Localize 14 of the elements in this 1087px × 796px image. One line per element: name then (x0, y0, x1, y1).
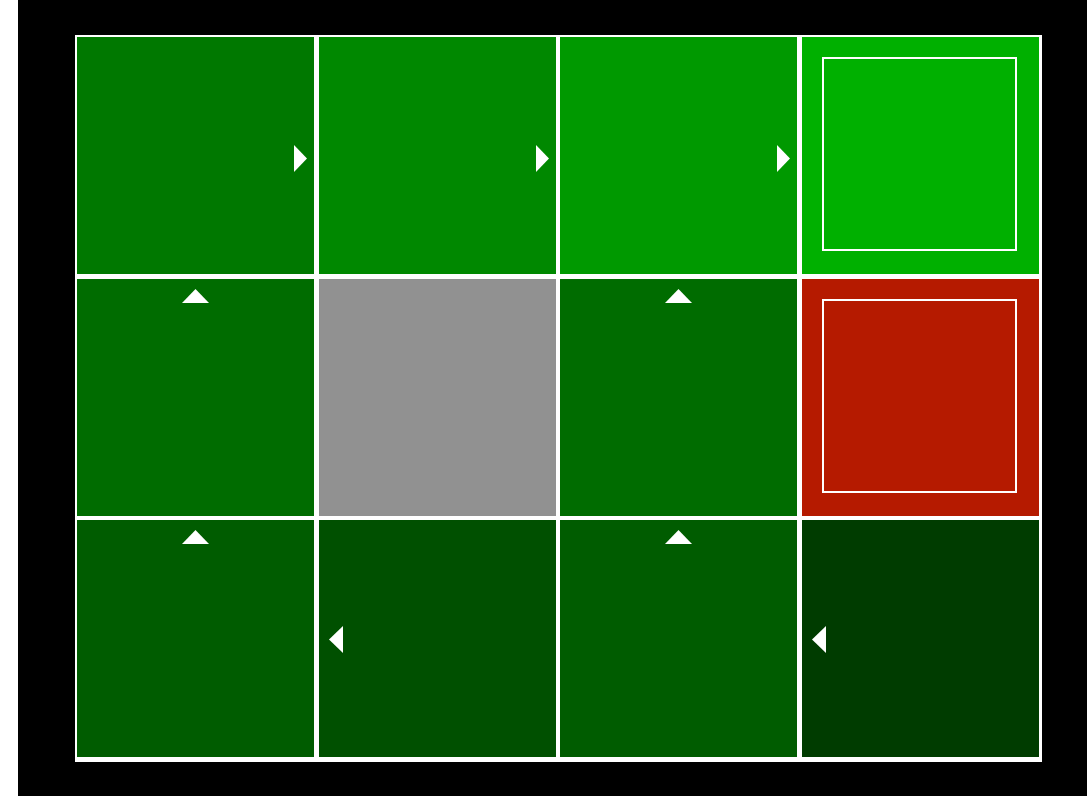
grid-cell (801, 278, 1039, 516)
grid-cell (77, 278, 314, 516)
grid-cell (560, 520, 797, 757)
grid-cell (801, 37, 1039, 274)
grid-cell (560, 37, 797, 274)
grid-cell (318, 520, 556, 757)
terminal-square-outline (821, 298, 1017, 493)
grid-cell (318, 37, 556, 274)
grid-cell (318, 278, 556, 516)
grid-cell (77, 37, 314, 274)
grid-cell (560, 278, 797, 516)
terminal-square-outline (821, 57, 1017, 251)
grid-cell (801, 520, 1039, 757)
grid-cell (77, 520, 314, 757)
